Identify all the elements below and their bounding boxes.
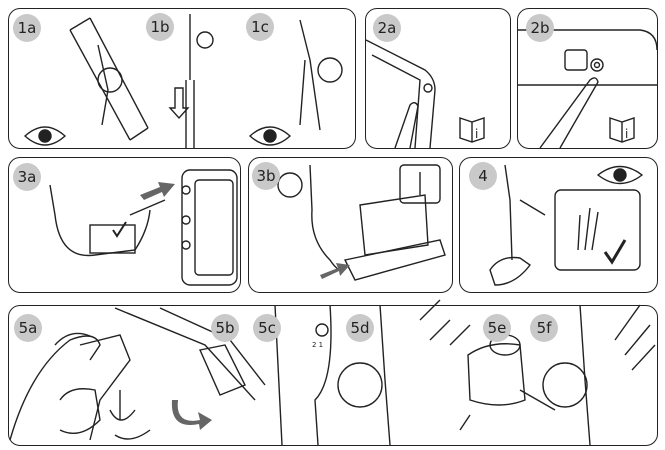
endoscope-drawing-1a bbox=[69, 17, 149, 141]
step-badge-3b: 3b bbox=[252, 162, 280, 190]
cable-connection-drawing-3a bbox=[49, 169, 238, 286]
check-icon bbox=[112, 221, 127, 238]
svg-text:2 1: 2 1 bbox=[312, 341, 323, 349]
monitor-drawing-2b bbox=[518, 29, 658, 149]
monitor-drawing-4 bbox=[489, 164, 641, 286]
endoscope-drawing-1b bbox=[185, 14, 214, 148]
panel-step-3b bbox=[248, 157, 453, 293]
eye-icon bbox=[596, 165, 644, 185]
endoscope-drawing-1c bbox=[299, 19, 343, 131]
panel-step-2b bbox=[517, 8, 658, 149]
step-badge-2b: 2b bbox=[526, 14, 554, 42]
step-badge-5e: 5e bbox=[483, 314, 511, 342]
step-badge-1b: 1b bbox=[146, 13, 174, 41]
panel-step-5 bbox=[8, 305, 658, 446]
arrow-right-icon bbox=[320, 263, 350, 279]
handle-drawing-5a bbox=[9, 334, 136, 441]
panel-step-3a bbox=[8, 157, 241, 293]
monitor-drawing-2a bbox=[365, 39, 436, 149]
step-badge-5b: 5b bbox=[211, 314, 239, 342]
step-badge-1a: 1a bbox=[13, 14, 41, 42]
rotate-arrow-icon bbox=[171, 400, 212, 430]
step-badge-5a: 5a bbox=[14, 314, 42, 342]
step-badge-1c: 1c bbox=[246, 13, 274, 41]
arrow-right-icon bbox=[140, 182, 175, 200]
svg-text:i: i bbox=[475, 127, 478, 141]
step-badge-5f: 5f bbox=[530, 314, 558, 342]
check-icon bbox=[603, 239, 627, 265]
endoscope-drawing-5d bbox=[337, 299, 471, 446]
step-badge-4: 4 bbox=[469, 162, 497, 190]
svg-text:i: i bbox=[625, 127, 628, 141]
endoscope-drawing-5f bbox=[542, 304, 656, 446]
eye-icon bbox=[248, 126, 292, 146]
panel-step-4 bbox=[459, 157, 658, 293]
eye-icon bbox=[23, 126, 67, 146]
manual-info-icon: i bbox=[459, 117, 485, 143]
rotate-arrow-icon bbox=[54, 332, 151, 440]
manual-info-icon: i bbox=[609, 117, 635, 143]
panel-step-1 bbox=[8, 8, 356, 149]
step-badge-5c: 5c bbox=[253, 314, 281, 342]
arrow-down-icon bbox=[168, 87, 190, 120]
step-badge-3a: 3a bbox=[13, 163, 41, 191]
step-badge-5d: 5d bbox=[346, 314, 374, 342]
step-badge-2a: 2a bbox=[373, 14, 401, 42]
panel-step-2a bbox=[365, 8, 511, 149]
